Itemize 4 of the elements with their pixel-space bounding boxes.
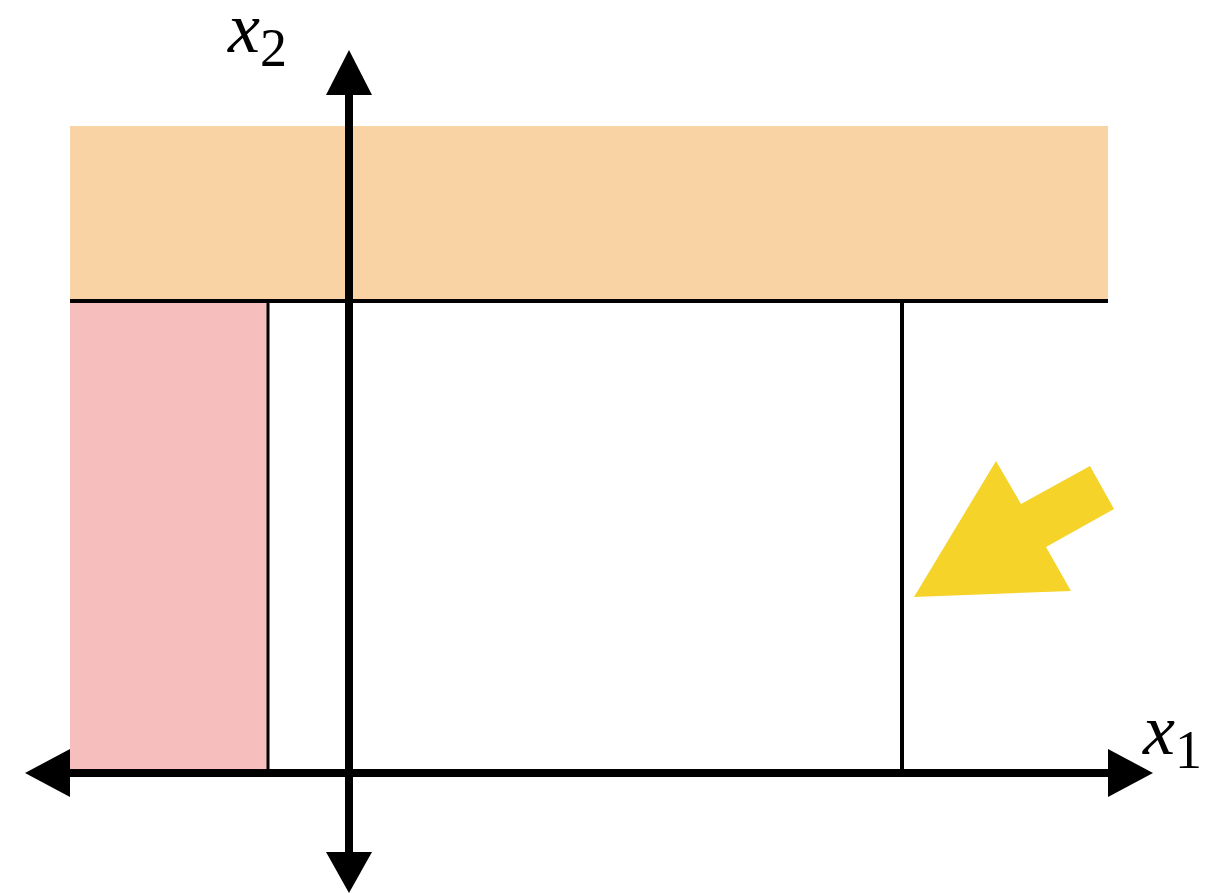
axis-label: x$_{2}$ bbox=[228, 0, 287, 64]
shaded-region bbox=[70, 302, 268, 771]
axis-label: x$_{1}$ bbox=[1143, 694, 1202, 766]
shaded-band bbox=[70, 126, 1108, 301]
